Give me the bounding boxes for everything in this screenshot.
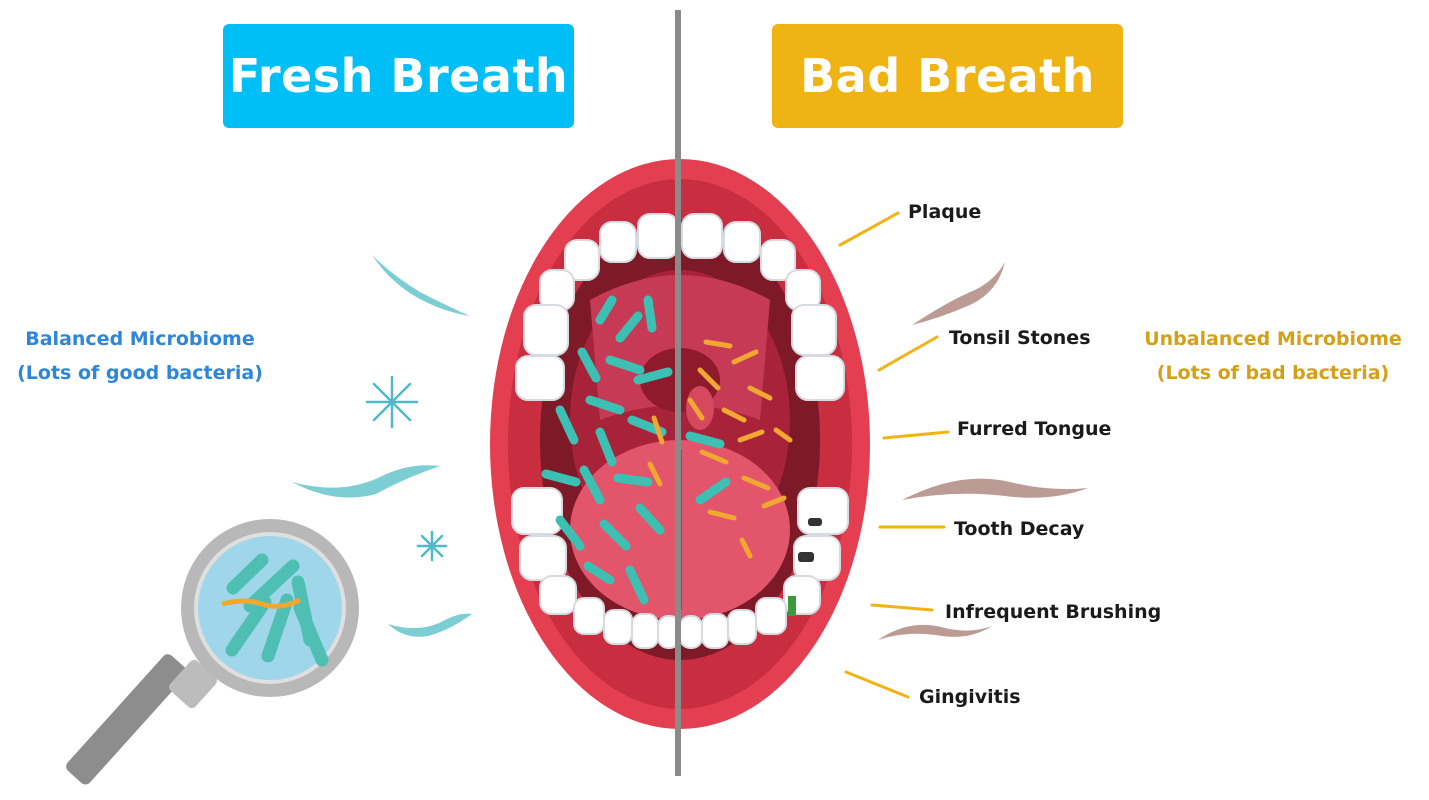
fresh-breath-title-text: Fresh Breath: [229, 49, 568, 103]
balanced-microbiome-label: Balanced Microbiome (Lots of good bacter…: [0, 322, 280, 390]
bad-breath-title-text: Bad Breath: [800, 49, 1095, 103]
callout-tooth-decay: Tooth Decay: [954, 517, 1084, 541]
unbalanced-microbiome-line2: (Lots of bad bacteria): [1120, 356, 1426, 390]
callout-infrequent-brushing: Infrequent Brushing: [945, 600, 1161, 624]
callout-furred-tongue: Furred Tongue: [957, 417, 1111, 441]
fresh-breath-title: Fresh Breath: [223, 24, 574, 128]
bad-breath-swooshes: [878, 262, 1088, 640]
bad-breath-title: Bad Breath: [772, 24, 1123, 128]
unbalanced-microbiome-label: Unbalanced Microbiome (Lots of bad bacte…: [1120, 322, 1426, 390]
callout-gingivitis: Gingivitis: [919, 685, 1021, 709]
balanced-microbiome-line1: Balanced Microbiome: [0, 322, 280, 356]
callout-plaque: Plaque: [908, 200, 981, 224]
unbalanced-microbiome-line1: Unbalanced Microbiome: [1120, 322, 1426, 356]
magnifying-glass-icon: [64, 526, 352, 787]
balanced-microbiome-line2: (Lots of good bacteria): [0, 356, 280, 390]
callout-tonsil-stones: Tonsil Stones: [949, 326, 1091, 350]
